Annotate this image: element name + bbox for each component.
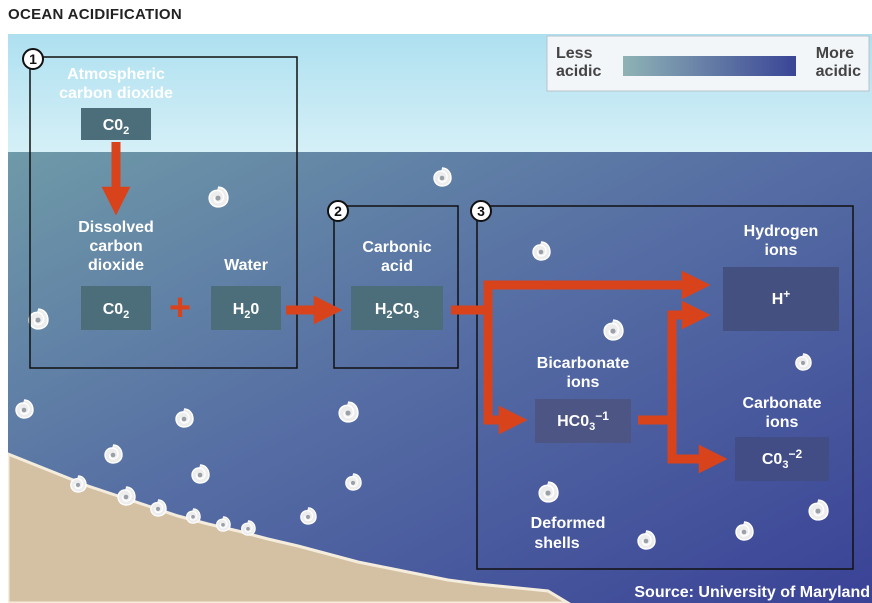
step-3-box bbox=[476, 205, 854, 570]
formula-co2-dissolved: C02 bbox=[81, 286, 151, 330]
label-carbonic-line1: Carbonic bbox=[362, 239, 431, 256]
label-atmospheric-line2: carbon dioxide bbox=[59, 85, 173, 102]
sea-floor bbox=[8, 452, 571, 603]
label-dissolved-line1: Dissolved bbox=[78, 219, 154, 236]
svg-text:C02: C02 bbox=[103, 117, 130, 137]
formula-hco3: HC03−1 bbox=[535, 399, 631, 443]
label-bicarbonate-line2: ions bbox=[567, 374, 600, 391]
label-carbonic-line2: acid bbox=[381, 258, 413, 275]
page-title: OCEAN ACIDIFICATION bbox=[8, 6, 183, 23]
formula-hplus: H+ bbox=[723, 267, 839, 331]
formula-co3: C03−2 bbox=[735, 437, 829, 481]
step-1-number: 1 bbox=[29, 51, 37, 67]
acidity-legend: Less acidic More acidic bbox=[546, 35, 870, 92]
svg-text:H2C03: H2C03 bbox=[375, 301, 419, 321]
legend-less-line2: acidic bbox=[556, 63, 601, 80]
arrow-carbonic-to-bicarbonate bbox=[483, 310, 528, 435]
label-deformed-line2: shells bbox=[534, 535, 579, 552]
arrow-bicarbonate-to-hydrogen bbox=[638, 300, 711, 425]
step-3-number: 3 bbox=[477, 203, 485, 219]
acidity-gradient-bar bbox=[623, 56, 796, 76]
legend-more-line1: More bbox=[816, 45, 854, 62]
label-hydrogen-line2: ions bbox=[765, 242, 798, 259]
label-carbonate-line1: Carbonate bbox=[742, 395, 821, 412]
step-2-badge: 2 bbox=[327, 200, 349, 222]
step-3-badge: 3 bbox=[470, 200, 492, 222]
svg-text:C03−2: C03−2 bbox=[762, 447, 803, 471]
step-2-number: 2 bbox=[334, 203, 342, 219]
label-dissolved-line3: dioxide bbox=[88, 257, 144, 274]
label-bicarbonate-line1: Bicarbonate bbox=[537, 355, 630, 372]
arrow-carbonic-to-hydrogen bbox=[451, 270, 711, 315]
label-deformed-line1: Deformed bbox=[531, 515, 606, 532]
step-2-box bbox=[333, 205, 459, 369]
formula-h2o: H20 bbox=[211, 286, 281, 330]
svg-text:H+: H+ bbox=[772, 287, 791, 308]
step-1-badge: 1 bbox=[22, 48, 44, 70]
label-atmospheric-line1: Atmospheric bbox=[67, 66, 165, 83]
legend-less-line1: Less bbox=[556, 45, 593, 62]
plus-sign: + bbox=[169, 287, 191, 329]
svg-text:HC03−1: HC03−1 bbox=[557, 409, 609, 433]
label-carbonate-line2: ions bbox=[766, 414, 799, 431]
source-credit: Source: University of Maryland bbox=[634, 584, 870, 601]
arrow-bicarbonate-to-carbonate bbox=[667, 420, 728, 474]
svg-text:C02: C02 bbox=[103, 301, 130, 321]
formula-h2co3: H2C03 bbox=[351, 286, 443, 330]
label-dissolved-line2: carbon bbox=[89, 238, 142, 255]
legend-more-line2: acidic bbox=[816, 63, 861, 80]
label-water: Water bbox=[224, 257, 268, 274]
ocean-acidification-diagram: 1 2 3 Less acidic More acidic + C02 C02 bbox=[8, 34, 872, 603]
label-hydrogen-line1: Hydrogen bbox=[744, 223, 819, 240]
step-1-box bbox=[29, 56, 298, 369]
reaction-arrows bbox=[101, 142, 728, 474]
svg-text:H20: H20 bbox=[233, 301, 260, 321]
formula-co2-air: C02 bbox=[81, 108, 151, 140]
